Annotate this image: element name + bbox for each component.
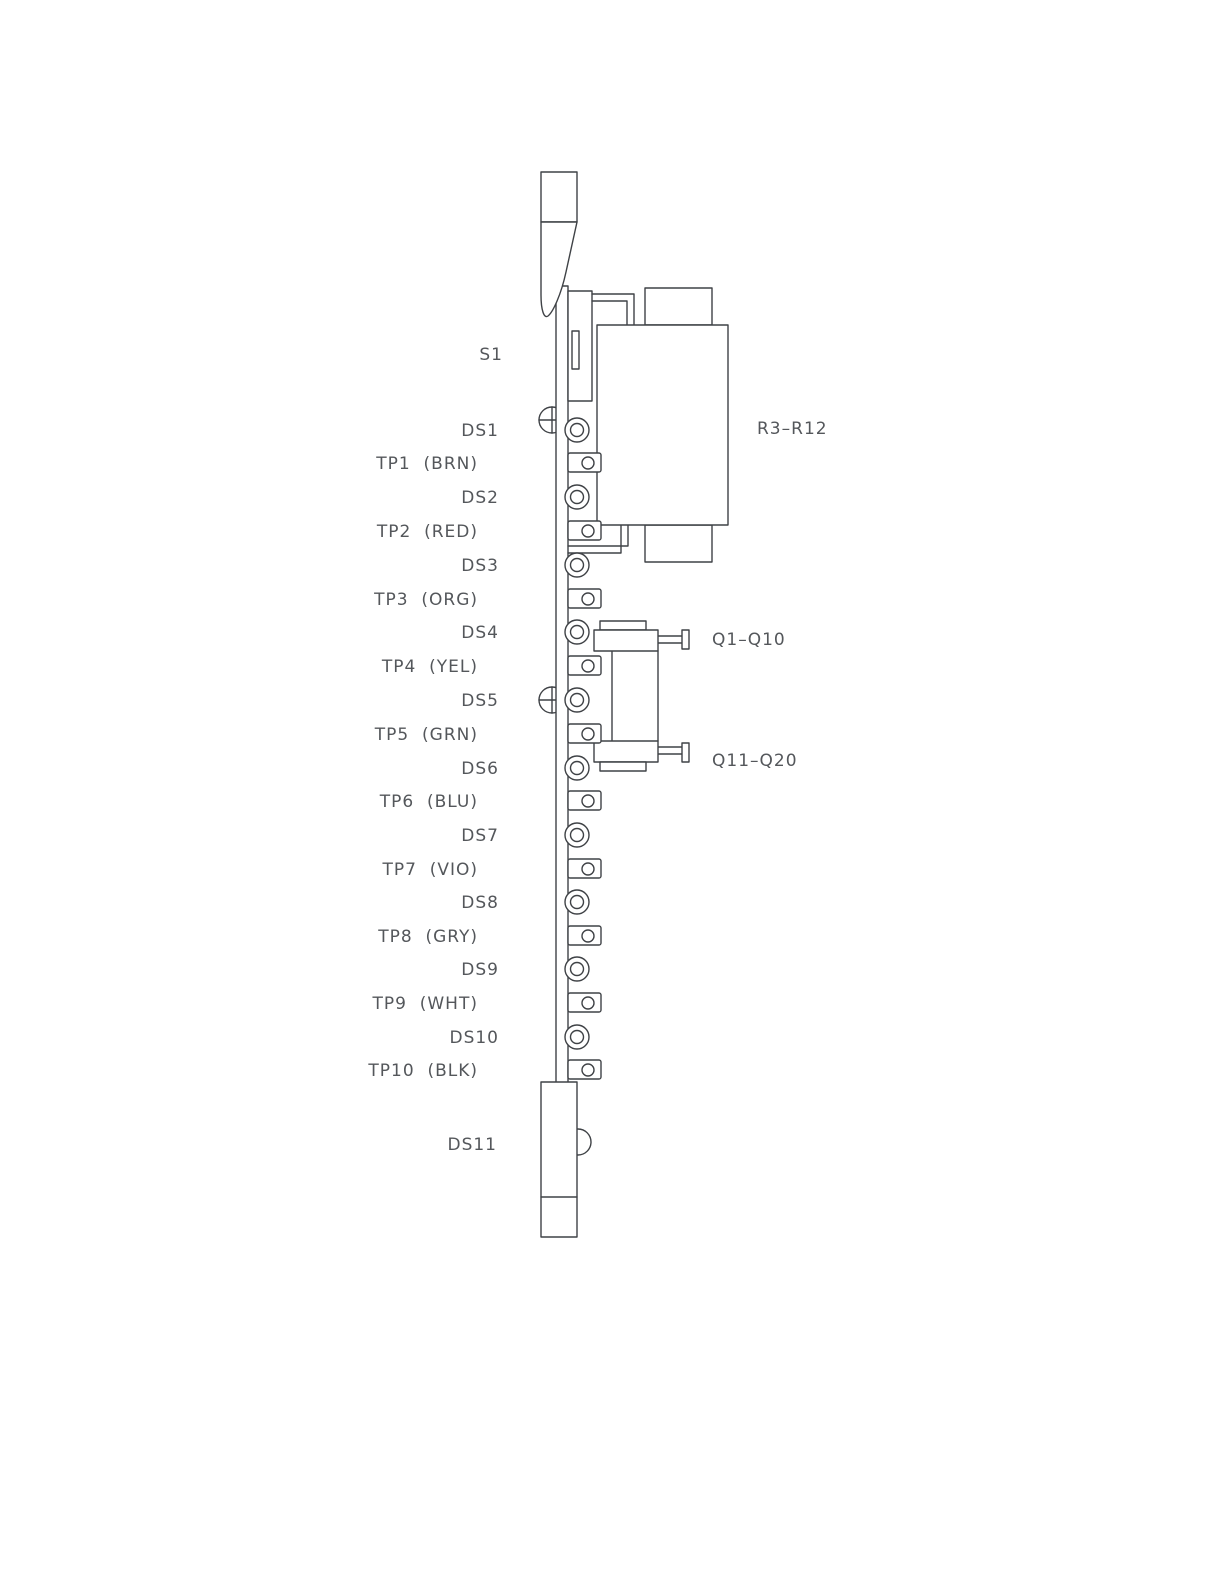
labels: S1 DS1 TP1 (BRN) DS2 TP2 (RED) DS3 TP3 (… [367, 345, 828, 1155]
testpoint-tp4 [567, 655, 602, 676]
led-ds6 [564, 755, 590, 781]
label-tp3: TP3 (ORG) [373, 590, 478, 610]
led-ds8 [564, 889, 590, 915]
lead-wire [591, 300, 628, 326]
switch-slot [571, 330, 580, 370]
pin-cap [681, 629, 690, 650]
pack-body [596, 324, 729, 526]
pack-body [593, 740, 659, 763]
transistor-pack-q1-q10 [593, 620, 690, 742]
led-ds4 [564, 619, 590, 645]
label-tp7: TP7 (VIO) [381, 860, 478, 880]
label-ds11: DS11 [447, 1135, 497, 1155]
led-ds9 [564, 956, 590, 982]
pack-top-tab [599, 620, 647, 631]
testpoint-tp7 [567, 858, 602, 879]
led-ds3 [564, 552, 590, 578]
testpoint-tp10 [567, 1059, 602, 1080]
testpoint-tp6 [567, 790, 602, 811]
transistor-pack-q11-q20 [593, 740, 690, 772]
label-ds1: DS1 [461, 421, 499, 441]
label-tp10: TP10 (BLK) [367, 1061, 478, 1081]
resistor-pack-r3-r12 [567, 287, 729, 563]
label-q1-q10: Q1–Q10 [712, 630, 786, 650]
lead-wire [567, 524, 629, 547]
led-ds1 [564, 417, 590, 443]
testpoint-tp3 [567, 588, 602, 609]
block-body [540, 1081, 578, 1238]
label-s1: S1 [479, 345, 503, 365]
label-tp6: TP6 (BLU) [379, 792, 478, 812]
label-r3-r12: R3–R12 [757, 419, 828, 439]
label-ds9: DS9 [461, 960, 499, 980]
label-ds4: DS4 [461, 623, 499, 643]
label-tp9: TP9 (WHT) [371, 994, 478, 1014]
testpoint-tp1 [567, 452, 602, 473]
label-tp5: TP5 (GRN) [374, 725, 478, 745]
switch-handle [540, 171, 578, 223]
pin-cap [681, 742, 690, 763]
pack-bottom-tab [599, 761, 647, 772]
lead-wire [567, 524, 622, 554]
label-ds5: DS5 [461, 691, 499, 711]
label-ds8: DS8 [461, 893, 499, 913]
label-tp2: TP2 (RED) [376, 522, 478, 542]
led-ds10 [564, 1024, 590, 1050]
label-q11-q20: Q11–Q20 [712, 751, 798, 771]
led-ds7 [564, 822, 590, 848]
led-ds2 [564, 484, 590, 510]
pack-bottom-tab [644, 524, 713, 563]
testpoint-tp9 [567, 992, 602, 1013]
lead-wire [591, 293, 635, 326]
label-ds10: DS10 [449, 1028, 499, 1048]
label-tp4: TP4 (YEL) [381, 657, 478, 677]
label-ds6: DS6 [461, 759, 499, 779]
bottom-block-ds11 [540, 1081, 592, 1238]
pack-body [593, 629, 659, 652]
led-ds5 [564, 687, 590, 713]
testpoint-tp2 [567, 520, 602, 541]
testpoint-tp8 [567, 925, 602, 946]
testpoint-tp5 [567, 723, 602, 744]
pack-top-tab [644, 287, 713, 326]
label-tp8: TP8 (GRY) [377, 927, 478, 947]
label-ds7: DS7 [461, 826, 499, 846]
label-ds2: DS2 [461, 488, 499, 508]
switch-s1-drawing [540, 171, 593, 402]
switch-lever [540, 221, 578, 318]
label-tp1: TP1 (BRN) [375, 454, 478, 474]
label-ds3: DS3 [461, 556, 499, 576]
